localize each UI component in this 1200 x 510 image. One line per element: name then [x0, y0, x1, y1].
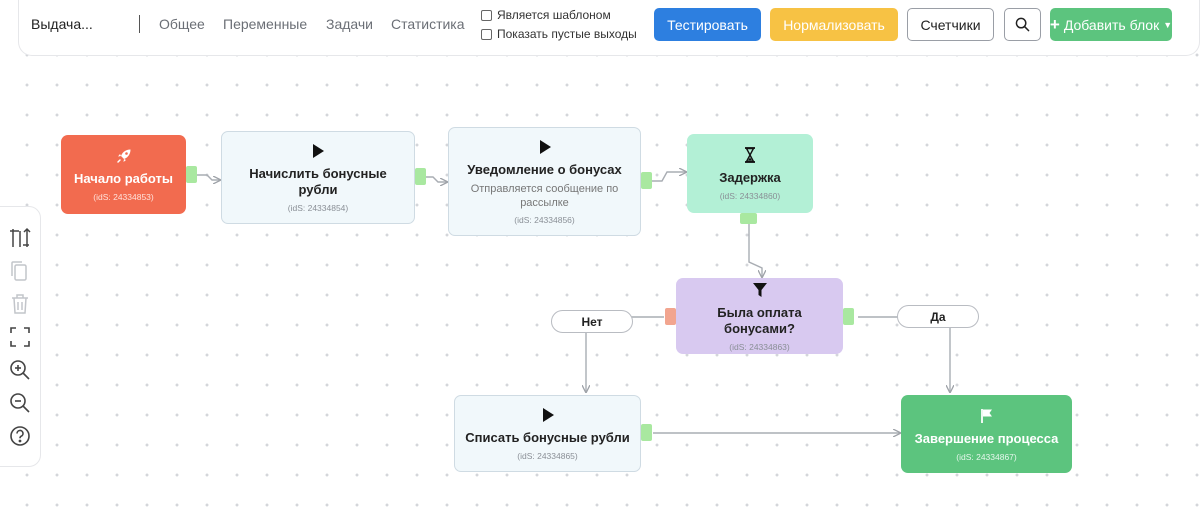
output-port[interactable] — [186, 166, 197, 183]
checkbox-box[interactable] — [481, 28, 492, 40]
zoom-out-button[interactable] — [8, 391, 32, 415]
node-write-off-bonus[interactable]: Списать бонусные рубли (idS: 24334865) — [454, 395, 641, 472]
play-icon — [541, 406, 555, 424]
zoom-in-icon — [10, 360, 30, 380]
test-button[interactable]: Тестировать — [654, 8, 761, 41]
branch-label-yes[interactable]: Да — [897, 305, 979, 328]
normalize-button[interactable]: Нормализовать — [770, 8, 898, 41]
vertical-layout-button[interactable] — [8, 226, 32, 250]
search-icon — [1015, 17, 1030, 32]
node-id: (idS: 24334853) — [93, 192, 154, 202]
fit-view-button[interactable] — [8, 325, 32, 349]
edge-start-accrue — [197, 174, 220, 180]
trash-icon — [12, 294, 28, 314]
canvas-tools-panel — [0, 206, 41, 467]
hourglass-icon — [744, 146, 756, 164]
search-button[interactable] — [1004, 8, 1041, 41]
flag-icon — [980, 407, 994, 425]
node-title: Завершение процесса — [914, 430, 1059, 446]
node-title: Начислить бонусные рубли — [249, 166, 387, 197]
plus-icon: + — [1049, 15, 1060, 34]
edge-accrue-notify — [425, 176, 447, 182]
node-delay[interactable]: Задержка (idS: 24334860) — [687, 134, 813, 213]
checkbox-box[interactable] — [481, 9, 492, 21]
help-button[interactable] — [8, 424, 32, 448]
add-block-label: Добавить блок — [1063, 16, 1160, 33]
no-output-port[interactable] — [665, 308, 676, 325]
node-id: (idS: 24334856) — [514, 215, 575, 225]
rocket-icon — [116, 147, 132, 165]
edge-delay-condition — [748, 223, 762, 277]
node-bonus-notification[interactable]: Уведомление о бонусах Отправляется сообщ… — [448, 127, 641, 236]
tab-general[interactable]: Общее — [159, 16, 205, 32]
branch-label-no[interactable]: Нет — [551, 310, 633, 333]
edge-condition-yes — [858, 316, 950, 392]
node-process-finish[interactable]: Завершение процесса (idS: 24334867) — [901, 395, 1072, 473]
tab-variables[interactable]: Переменные — [223, 16, 308, 32]
node-description: Отправляется сообщение по рассылке — [470, 183, 619, 209]
title-divider — [139, 15, 140, 33]
node-title: Была оплата бонусами? — [717, 304, 802, 336]
node-title: Начало работы — [74, 171, 173, 186]
output-port[interactable] — [415, 168, 426, 185]
delete-button[interactable] — [8, 292, 32, 316]
zoom-in-button[interactable] — [8, 358, 32, 382]
edge-notify-delay — [652, 172, 686, 182]
node-id: (idS: 24334865) — [517, 451, 578, 461]
show-empty-outputs-label: Показать пустые выходы — [497, 27, 637, 41]
add-block-button[interactable]: + Добавить блок ▼ — [1050, 8, 1172, 41]
output-port[interactable] — [740, 213, 757, 224]
tab-tasks[interactable]: Задачи — [326, 16, 374, 32]
vertical-layout-icon — [10, 227, 31, 247]
is-template-checkbox[interactable]: Является шаблоном — [481, 8, 611, 22]
fit-view-icon — [10, 327, 30, 347]
node-accrue-bonus[interactable]: Начислить бонусные рубли (idS: 24334854) — [221, 131, 415, 224]
node-condition-bonus-paid[interactable]: Была оплата бонусами? (idS: 24334863) — [676, 278, 843, 354]
top-toolbar: Выдача... Общее Переменные Задачи Статис… — [18, 0, 1200, 56]
node-id: (idS: 24334854) — [287, 203, 349, 213]
show-empty-outputs-checkbox[interactable]: Показать пустые выходы — [481, 27, 637, 41]
counters-button[interactable]: Счетчики — [907, 8, 994, 41]
copy-button[interactable] — [8, 259, 32, 283]
node-id: (idS: 24334863) — [729, 341, 790, 352]
node-start[interactable]: Начало работы (idS: 24334853) — [61, 135, 186, 214]
is-template-label: Является шаблоном — [497, 8, 611, 22]
yes-output-port[interactable] — [843, 308, 854, 325]
node-id: (idS: 24334860) — [719, 191, 781, 201]
node-title: Уведомление о бонусах — [467, 162, 622, 177]
help-icon — [10, 426, 30, 446]
copy-icon — [11, 261, 27, 281]
caret-down-icon: ▼ — [1163, 19, 1173, 30]
filter-icon — [752, 281, 768, 299]
node-title: Задержка — [719, 170, 781, 185]
node-id: (idS: 24334867) — [956, 451, 1017, 462]
zoom-out-icon — [10, 393, 30, 413]
tab-statistics[interactable]: Статистика — [391, 16, 465, 32]
node-title: Списать бонусные рубли — [465, 430, 630, 445]
play-icon — [311, 142, 325, 160]
output-port[interactable] — [641, 172, 652, 189]
output-port[interactable] — [641, 424, 652, 441]
process-title[interactable]: Выдача... — [31, 16, 93, 32]
play-icon — [538, 138, 552, 156]
